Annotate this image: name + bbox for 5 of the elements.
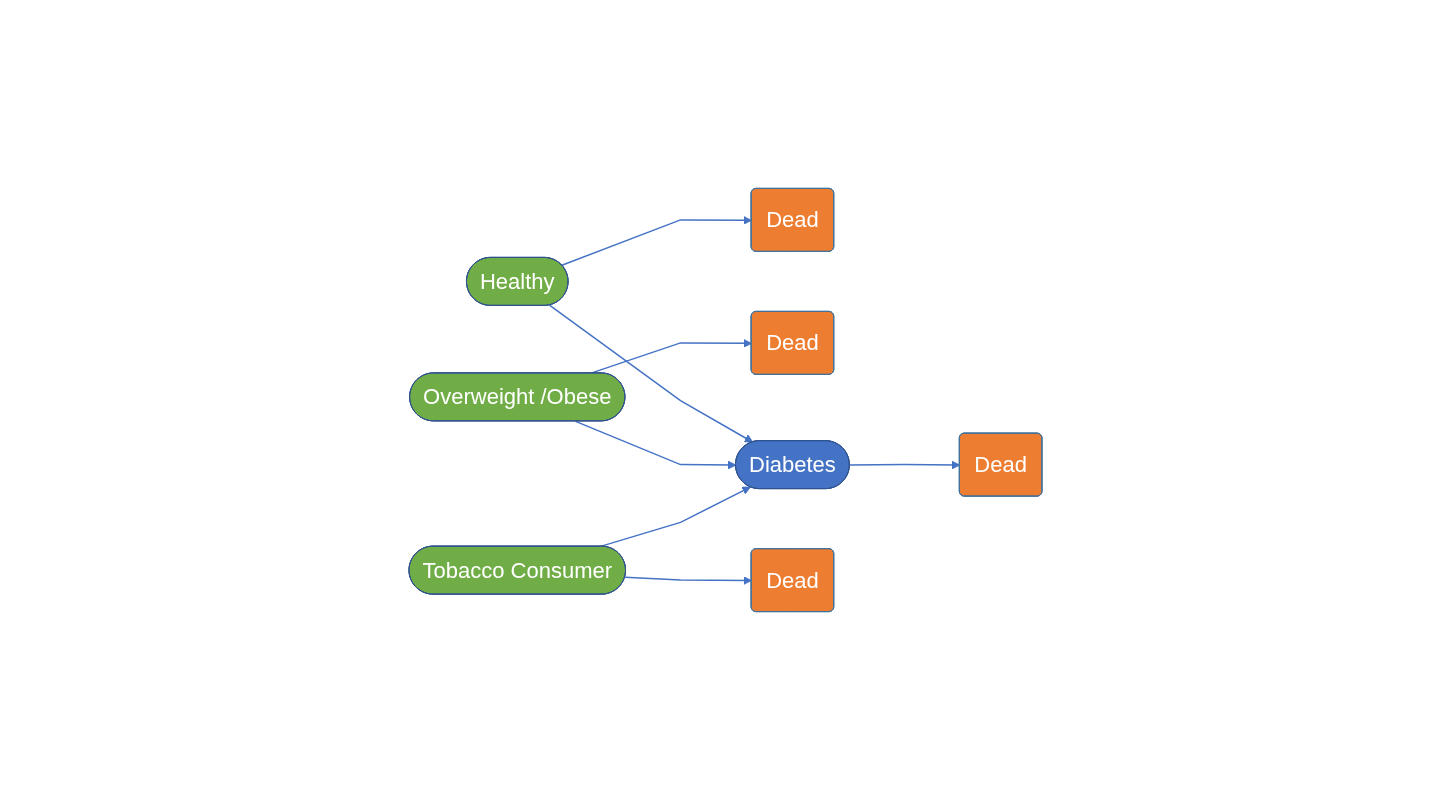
arrow [849, 460, 961, 470]
arrow [561, 215, 753, 266]
arrow [574, 420, 737, 470]
arrow [624, 576, 753, 585]
arrow [549, 304, 754, 443]
